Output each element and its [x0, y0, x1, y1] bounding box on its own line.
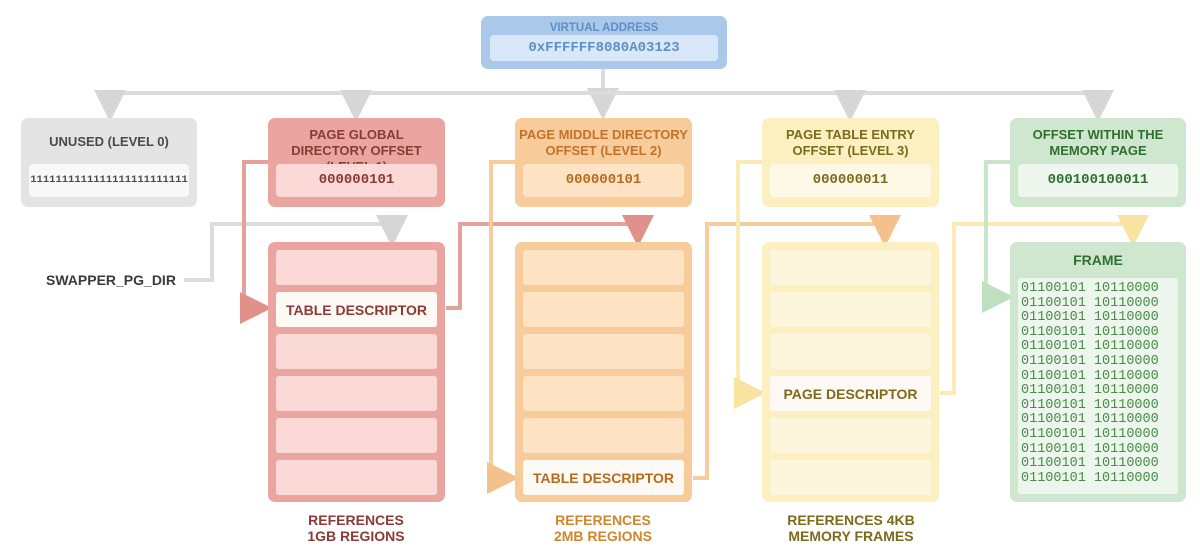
table-row: [276, 334, 437, 369]
table-row: [523, 250, 684, 285]
virtual-address-box: VIRTUAL ADDRESS 0xFFFFFF8080A03123: [481, 16, 727, 69]
level2-title: PAGE MIDDLE DIRECTORY OFFSET (LEVEL 2): [519, 127, 688, 158]
frame-binary-line: 01100101 10110000: [1021, 397, 1159, 413]
pgd-caption: REFERENCES 1GB REGIONS: [307, 512, 405, 544]
level0-title: UNUSED (LEVEL 0): [49, 134, 169, 149]
table-row: [276, 460, 437, 495]
pte-table: PAGE DESCRIPTOR: [762, 242, 939, 502]
offset-box: OFFSET WITHIN THE MEMORY PAGE 0001001000…: [1010, 118, 1186, 207]
pte-caption: REFERENCES 4KB MEMORY FRAMES: [787, 512, 915, 544]
frame-binary-line: 01100101 10110000: [1021, 310, 1159, 326]
table-descriptor-row: TABLE DESCRIPTOR: [523, 460, 684, 495]
level2-pmd-box: PAGE MIDDLE DIRECTORY OFFSET (LEVEL 2) 0…: [515, 118, 692, 207]
table-row: [770, 460, 931, 495]
table-row: [276, 250, 437, 285]
frame-binary-line: 01100101 10110000: [1021, 295, 1159, 311]
offset-title: OFFSET WITHIN THE MEMORY PAGE: [1032, 127, 1164, 158]
virtual-address-title: VIRTUAL ADDRESS: [549, 22, 659, 34]
frame-binary-line: 01100101 10110000: [1021, 441, 1159, 457]
swapper-pg-dir-label: SWAPPER_PG_DIR: [46, 272, 176, 288]
level0-unused-box: UNUSED (LEVEL 0) 11111111111111111111111…: [21, 118, 197, 207]
level1-pgd-box: PAGE GLOBAL DIRECTORY OFFSET (LEVEL 1) 0…: [268, 118, 445, 207]
level3-pte-box: PAGE TABLE ENTRY OFFSET (LEVEL 3) 000000…: [762, 118, 939, 207]
frame-binary-line: 01100101 10110000: [1021, 324, 1159, 340]
frame-binary-line: 01100101 10110000: [1021, 456, 1159, 472]
level1-value: 000000101: [276, 164, 437, 197]
frame-binary-line: 01100101 10110000: [1021, 281, 1159, 296]
frame-binary-line: 01100101 10110000: [1021, 470, 1159, 486]
table-row: [523, 418, 684, 453]
table-row: [770, 250, 931, 285]
level3-value: 000000011: [770, 164, 931, 197]
table-row: [276, 376, 437, 411]
level3-title: PAGE TABLE ENTRY OFFSET (LEVEL 3): [785, 127, 916, 158]
table-row: [770, 292, 931, 327]
table-row: [276, 418, 437, 453]
pmd-caption: REFERENCES 2MB REGIONS: [553, 512, 652, 544]
level0-value: 1111111111111111111111111: [29, 164, 189, 197]
pgd-table: TABLE DESCRIPTOR: [268, 242, 445, 502]
frame-title: FRAME: [1073, 252, 1123, 268]
frame-binary-line: 01100101 10110000: [1021, 354, 1159, 369]
table-row: [523, 334, 684, 369]
frame-binary-line: 01100101 10110000: [1021, 339, 1159, 355]
table-row: [523, 292, 684, 327]
table-descriptor-row: TABLE DESCRIPTOR: [276, 292, 437, 327]
offset-value: 000100100011: [1018, 164, 1178, 197]
virtual-address-value: 0xFFFFFF8080A03123: [490, 35, 718, 61]
frame-binary-line: 01100101 10110000: [1021, 427, 1159, 442]
page-descriptor-row: PAGE DESCRIPTOR: [770, 376, 931, 411]
table-row: [770, 334, 931, 369]
pmd-table: TABLE DESCRIPTOR: [515, 242, 692, 502]
table-row: [770, 418, 931, 453]
table-row: [523, 376, 684, 411]
level2-value: 000000101: [523, 164, 684, 197]
frame-binary-line: 01100101 10110000: [1021, 368, 1159, 384]
frame-binary-line: 01100101 10110000: [1021, 383, 1159, 399]
frame-binary-line: 01100101 10110000: [1021, 412, 1159, 428]
